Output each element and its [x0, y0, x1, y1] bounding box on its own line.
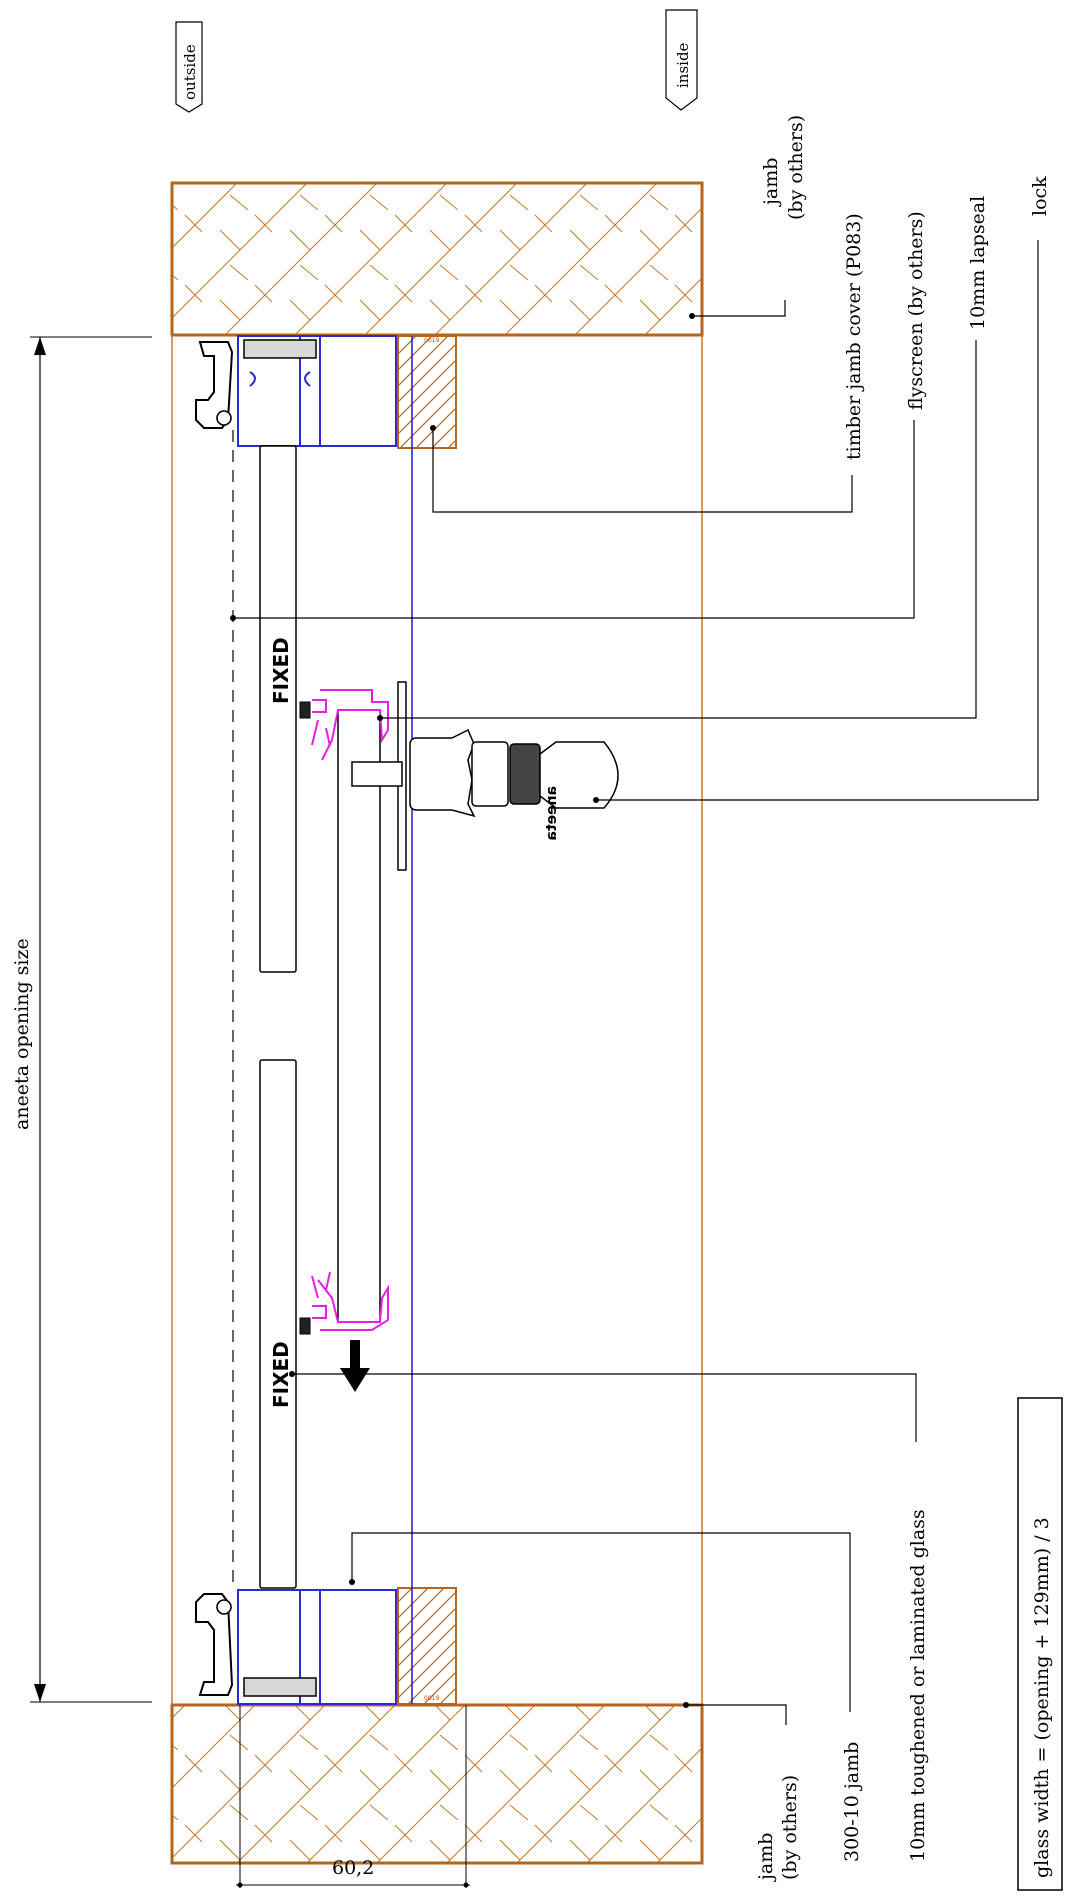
part-code-top: 0019 [424, 337, 439, 344]
fixed-pane-lower [259, 1059, 297, 1589]
jamb-bottom-label-2: (by others) [779, 1775, 801, 1880]
brush-pile-lower [299, 1317, 311, 1335]
slide-direction-arrow [340, 1340, 370, 1392]
timber-cover-top [397, 335, 457, 449]
timber-cover-label: timber jamb cover (P083) [843, 213, 865, 460]
lock-label: lock [1029, 176, 1051, 216]
inside-label: inside [674, 42, 692, 88]
outside-label: outside [181, 44, 199, 100]
outer-profile-top [195, 341, 234, 429]
outside-tag: outside [175, 21, 203, 113]
opening-size-label: aneeta opening size [11, 938, 33, 1130]
fixed-label-upper: FIXED [269, 637, 293, 704]
lock-assembly [351, 681, 619, 871]
brush-pile-upper [299, 701, 311, 719]
width-dimension: 60,2 [236, 1705, 470, 1888]
jamb-top [170, 181, 704, 337]
fixed-pane-upper [259, 445, 297, 973]
fixed-label-lower: FIXED [269, 1341, 293, 1408]
timber-cover-bottom [397, 1587, 457, 1705]
formula-box: glass width = (opening + 129mm) / 3 [1017, 1397, 1063, 1891]
gasket-bottom [243, 1677, 317, 1697]
lapseal-lower [311, 1271, 389, 1331]
jamb-top-label-1: jamb [760, 158, 782, 207]
jamb-top-label-2: (by others) [785, 115, 807, 220]
jamb-bottom [170, 1703, 704, 1865]
flyscreen-label: flyscreen (by others) [905, 211, 927, 410]
lapseal-label: 10mm lapseal [967, 196, 989, 330]
frame-profile-bottom [237, 1589, 397, 1705]
key-brand: aneeta [544, 786, 560, 841]
opening-dimension: aneeta opening size [11, 336, 152, 1703]
jamb-bottom-label-1: jamb [755, 1833, 777, 1882]
part-code-bottom: 0019 [424, 1695, 439, 1702]
inside-tag: inside [665, 9, 698, 111]
lapseal-upper [311, 689, 389, 761]
gasket-top [243, 339, 317, 359]
glass-label: 10mm toughened or laminated glass [907, 1509, 929, 1862]
outer-profile-bottom [195, 1593, 234, 1696]
sliding-sash [337, 709, 381, 1323]
reveal-outline [171, 335, 703, 1705]
formula-text: glass width = (opening + 129mm) / 3 [1031, 1517, 1053, 1878]
jamb-profile-label: 300-10 jamb [841, 1742, 863, 1862]
width-value: 60,2 [332, 1857, 374, 1879]
